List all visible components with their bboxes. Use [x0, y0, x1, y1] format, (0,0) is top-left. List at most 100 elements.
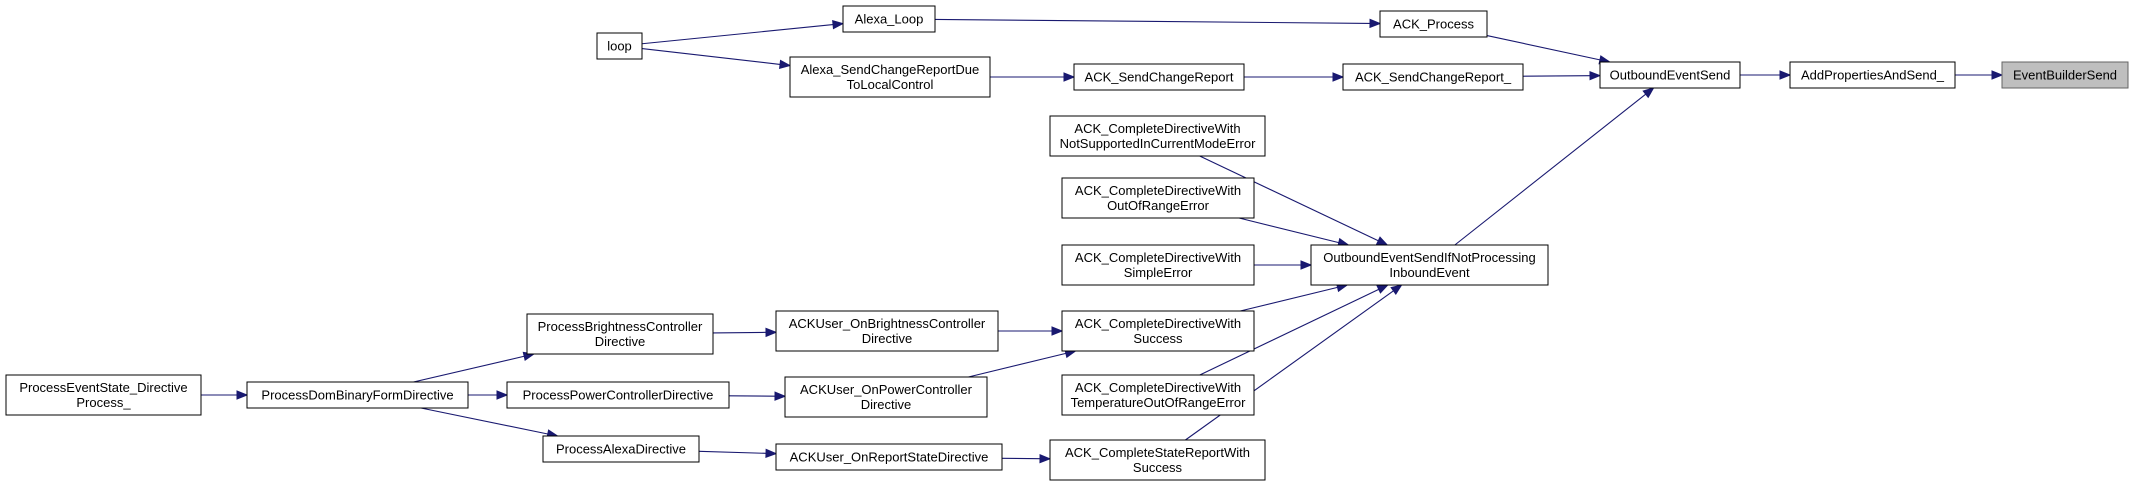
edge-procevent-to-procdom [201, 390, 249, 400]
node-box [775, 310, 999, 352]
edge-line [1238, 217, 1339, 244]
node-eventbuildersend[interactable]: EventBuilderSend [2001, 61, 2129, 89]
edge-line [641, 48, 781, 65]
arrowhead [1642, 87, 1655, 99]
edge-ack_sendchangereport-to-ack_sendchangereport_ [1244, 72, 1345, 82]
node-label: ACK_CompleteDirectiveWith [1074, 121, 1240, 136]
node-alexa-loop[interactable]: Alexa_Loop [842, 5, 936, 33]
edge-alexa_loop-to-ack_process [934, 18, 1382, 29]
edge-line [1454, 93, 1647, 246]
node-label: ACKUser_OnBrightnessController [789, 316, 986, 331]
node-ack-sendchangereport[interactable]: ACK_SendChangeReport [1073, 63, 1245, 91]
edge-line [1240, 286, 1338, 312]
node-box [1379, 10, 1488, 38]
node-ack-sendchangereport-[interactable]: ACK_SendChangeReport_ [1342, 63, 1524, 91]
node-label: ACK_CompleteDirectiveWith [1075, 316, 1241, 331]
node-label: Directive [595, 334, 646, 349]
node-label: ToLocalControl [847, 77, 934, 92]
node-label: OutboundEventSendIfNotProcessing [1323, 250, 1535, 265]
node-box [1061, 374, 1255, 416]
node-ifnotprocessing[interactable]: OutboundEventSendIfNotProcessingInboundE… [1310, 244, 1549, 286]
node-box [1061, 244, 1255, 286]
edge-line [968, 352, 1066, 378]
node-procalexa[interactable]: ProcessAlexaDirective [542, 435, 700, 463]
node-box [1061, 310, 1255, 352]
node-label: Process_ [76, 395, 131, 410]
arrowhead [1300, 260, 1313, 270]
arrowhead [832, 19, 845, 30]
node-label: ACK_Process [1393, 17, 1474, 32]
node-box [784, 376, 988, 418]
node-label: Success [1133, 331, 1183, 346]
edge-ack_process-to-outboundeventsend [1486, 34, 1612, 65]
edge-procdom-to-procalexa [420, 407, 559, 439]
node-box [789, 56, 991, 98]
edge-procbrightness-to-onbrightness [712, 327, 778, 338]
edge-line [1486, 34, 1601, 61]
node-tempoutofrange[interactable]: ACK_CompleteDirectiveWithTemperatureOutO… [1061, 374, 1255, 416]
edge-ifnotprocessing-to-outboundeventsend [1454, 87, 1655, 246]
node-label: ACK_CompleteDirectiveWith [1075, 380, 1241, 395]
edge-line [420, 407, 548, 435]
node-label: EventBuilderSend [2013, 68, 2117, 83]
node-label: ACK_CompleteStateReportWith [1065, 445, 1250, 460]
edge-line [1199, 155, 1379, 242]
node-label: ProcessPowerControllerDirective [523, 388, 714, 403]
edge-procdom-to-procbrightness [413, 351, 536, 383]
node-loop[interactable]: loop [596, 32, 643, 60]
node-label: AddPropertiesAndSend_ [1801, 68, 1945, 83]
node-label: Directive [862, 331, 913, 346]
node-label: Directive [861, 397, 912, 412]
node-label: SimpleError [1124, 265, 1193, 280]
node-label: NotSupportedInCurrentModeError [1060, 136, 1256, 151]
edge-line [413, 355, 525, 383]
edge-outboundeventsend-to-addproperties [1740, 70, 1792, 80]
node-procdom[interactable]: ProcessDomBinaryFormDirective [246, 381, 469, 409]
node-label: ACK_SendChangeReport [1085, 70, 1234, 85]
node-onreportstate[interactable]: ACKUser_OnReportStateDirective [775, 443, 1003, 471]
node-procpower[interactable]: ProcessPowerControllerDirective [506, 381, 730, 409]
node-label: ProcessEventState_Directive [19, 380, 187, 395]
node-outboundeventsend[interactable]: OutboundEventSend [1599, 61, 1741, 89]
edge-loop-to-alexa_loop [641, 19, 845, 45]
edge-loop-to-alexa_sendchangereport [641, 48, 792, 70]
node-box [1073, 63, 1245, 91]
node-label: OutOfRangeError [1107, 198, 1210, 213]
edge-ack_sendchangereport_-to-outboundeventsend [1522, 70, 1602, 81]
edge-onpower-to-success [968, 348, 1077, 378]
node-label: ACK_SendChangeReport_ [1355, 70, 1512, 85]
node-box [1342, 63, 1524, 91]
node-ack-process[interactable]: ACK_Process [1379, 10, 1488, 38]
node-box [5, 374, 202, 416]
arrowhead [1369, 18, 1382, 29]
node-notsupported[interactable]: ACK_CompleteDirectiveWithNotSupportedInC… [1049, 115, 1266, 157]
edge-onbrightness-to-success [998, 326, 1064, 336]
node-addproperties[interactable]: AddPropertiesAndSend_ [1789, 61, 1956, 89]
node-label: Alexa_SendChangeReportDue [801, 62, 980, 77]
arrowhead [236, 390, 249, 400]
edge-alexa_sendchangereport-to-ack_sendchangereport [990, 72, 1076, 82]
node-box [1049, 439, 1266, 481]
edge-simpleerror-to-ifnotprocessing [1254, 260, 1313, 270]
node-label: ACK_CompleteDirectiveWith [1075, 183, 1241, 198]
edge-procpower-to-onpower [728, 391, 787, 401]
node-label: ProcessAlexaDirective [556, 442, 686, 457]
arrowhead [1063, 72, 1076, 82]
edge-line [641, 24, 834, 45]
node-box [842, 5, 936, 33]
arrowhead [1039, 453, 1052, 464]
node-box [775, 443, 1003, 471]
node-box [526, 313, 714, 355]
node-label: ACKUser_OnReportStateDirective [790, 450, 989, 465]
arrowhead [765, 448, 778, 459]
